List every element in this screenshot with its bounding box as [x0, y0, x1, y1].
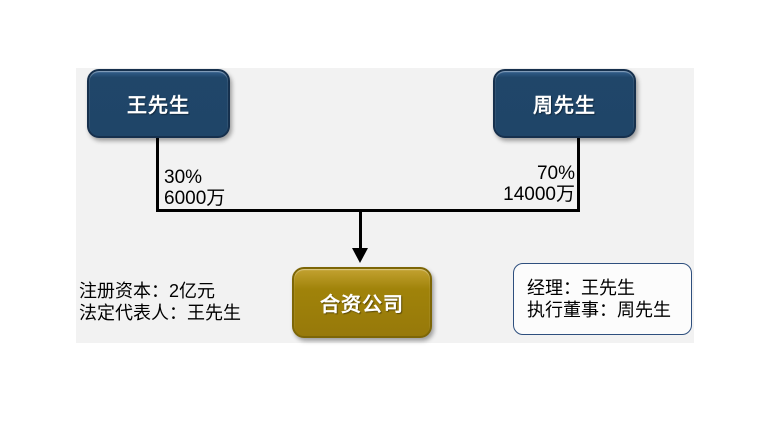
- stake-label-zhou: 70% 14000万: [503, 163, 575, 205]
- registered-capital-text: 注册资本：2亿元: [79, 281, 216, 301]
- stake-zhou-percent: 70%: [536, 163, 575, 184]
- company-label: 合资公司: [320, 294, 404, 316]
- shareholder-zhou-label: 周先生: [533, 95, 596, 117]
- arrow-stem: [359, 209, 362, 249]
- company-node: 合资公司: [292, 267, 432, 338]
- manager-text: 经理：王先生: [527, 278, 635, 298]
- registration-info: 注册资本：2亿元 法定代表人：王先生: [79, 280, 241, 324]
- shareholder-wang-label: 王先生: [127, 95, 190, 117]
- shareholder-node-zhou: 周先生: [493, 69, 636, 138]
- stake-wang-amount: 6000万: [164, 188, 226, 209]
- connector-line-zhou: [577, 138, 580, 212]
- stake-wang-percent: 30%: [164, 167, 203, 188]
- stake-label-wang: 30% 6000万: [164, 167, 225, 209]
- management-box: 经理：王先生 执行董事：周先生: [513, 263, 692, 335]
- legal-representative-text: 法定代表人：王先生: [79, 303, 241, 323]
- connector-line-horizontal: [156, 209, 580, 212]
- stake-zhou-amount: 14000万: [503, 184, 575, 205]
- executive-director-text: 执行董事：周先生: [527, 300, 671, 320]
- arrowhead-down-icon: [352, 248, 368, 263]
- connector-line-wang: [156, 138, 159, 212]
- shareholder-node-wang: 王先生: [87, 69, 230, 138]
